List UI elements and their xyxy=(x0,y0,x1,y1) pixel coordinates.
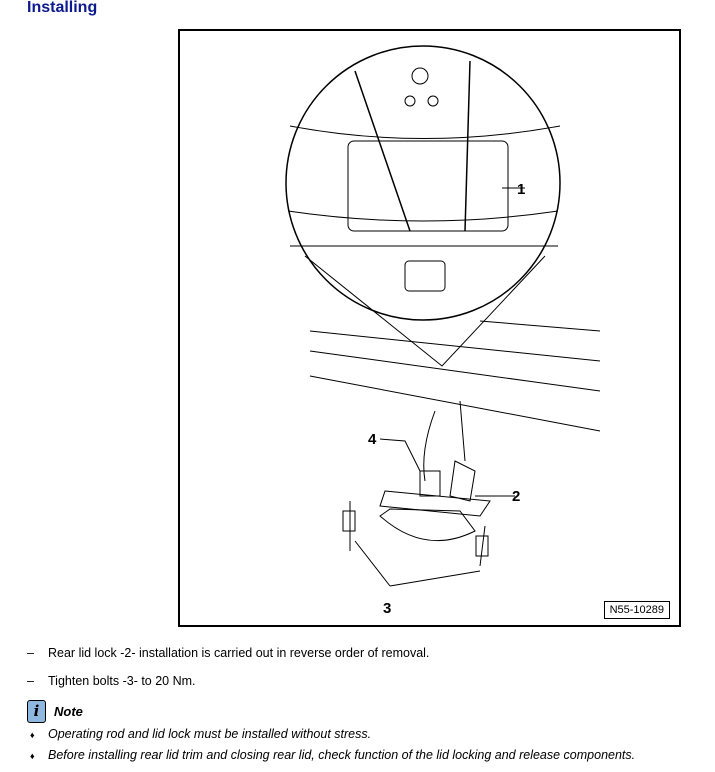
callout-3: 3 xyxy=(383,600,391,617)
callout-4: 4 xyxy=(368,431,377,448)
lock-illustration: 1 2 3 4 xyxy=(285,45,601,617)
step-item: –Tighten bolts -3- to 20 Nm. xyxy=(27,674,196,688)
figure-code: N55-10289 xyxy=(603,601,670,619)
note-header: i Note xyxy=(27,700,83,723)
note-item: ♦Operating rod and lid lock must be inst… xyxy=(30,727,372,741)
info-icon: i xyxy=(27,700,46,723)
section-heading: Installing xyxy=(27,0,98,16)
note-title: Note xyxy=(54,704,83,719)
figure-rear-lid-lock: 1 2 3 4 N55-10289 xyxy=(178,29,681,627)
callout-1: 1 xyxy=(517,181,525,198)
note-item: ♦Before installing rear lid trim and clo… xyxy=(30,748,636,762)
callout-2: 2 xyxy=(512,488,520,505)
step-item: –Rear lid lock -2- installation is carri… xyxy=(27,646,430,660)
